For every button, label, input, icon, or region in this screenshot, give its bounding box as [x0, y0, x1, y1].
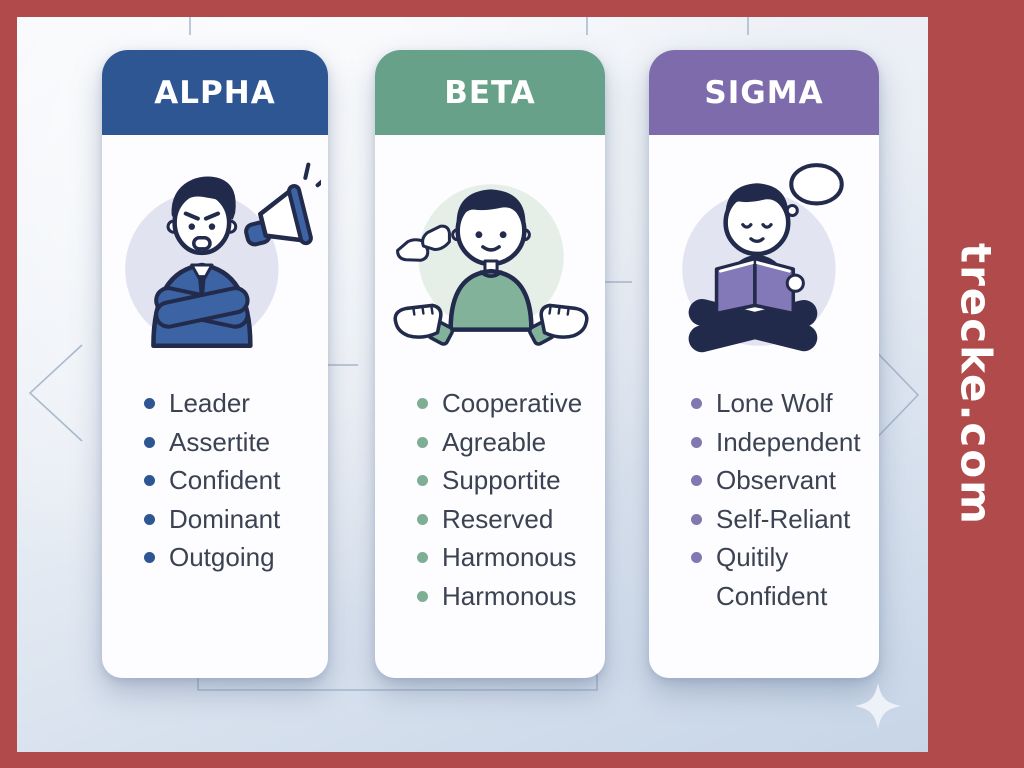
content-panel: ALPHA	[17, 17, 928, 752]
trait-item: Independent	[691, 423, 865, 462]
trait-item: Reserved	[417, 500, 591, 539]
trait-item: Confident	[144, 461, 314, 500]
bullet-dot	[691, 436, 702, 448]
trait-item: Self-Reliant	[691, 500, 865, 539]
trait-label: Supportite	[442, 465, 561, 495]
bullet-dot	[691, 513, 702, 525]
card-beta-title: BETA	[375, 50, 605, 135]
bullet-dot	[691, 398, 702, 409]
bullet-dot	[144, 436, 155, 448]
trait-label: Lone Wolf	[716, 388, 833, 418]
bullet-dot	[691, 475, 702, 486]
card-alpha-title: ALPHA	[102, 50, 328, 135]
bullet-dot	[417, 552, 428, 563]
bullet-dot	[144, 513, 155, 525]
trait-label: Quitily Confident	[716, 542, 828, 611]
card-sigma-title: SIGMA	[649, 50, 879, 135]
trait-label: Dominant	[169, 503, 281, 534]
trait-item: Harmonous	[417, 577, 591, 616]
trait-label: Leader	[169, 388, 250, 418]
trait-item: Outgoing	[144, 538, 314, 577]
site-watermark: trecke.com	[951, 243, 1001, 526]
bullet-dot	[417, 475, 428, 486]
trait-item: Quitily Confident	[691, 538, 865, 615]
trait-label: Confident	[169, 465, 281, 495]
trait-label: Self-Reliant	[716, 503, 851, 534]
trait-label: Cooperative	[442, 388, 583, 418]
trait-item: Harmonous	[417, 538, 591, 577]
card-sigma: SIGMA	[649, 50, 879, 678]
trait-item: Leader	[144, 384, 314, 423]
trait-label: Harmonous	[442, 580, 577, 611]
trait-label: Harmonous	[442, 542, 577, 572]
bullet-dot	[144, 475, 155, 486]
bullet-dot	[691, 552, 702, 563]
trait-item: Dominant	[144, 500, 314, 539]
businessman-crossed-arms-megaphone-icon	[102, 149, 328, 374]
bullet-dot	[417, 398, 428, 409]
trait-label: Independent	[716, 426, 861, 457]
trait-item: Agreable	[417, 423, 591, 462]
trait-item: Observant	[691, 461, 865, 500]
friendly-person-open-hands-handshake-icon	[375, 149, 605, 374]
trait-item: Supportite	[417, 461, 591, 500]
bullet-dot	[417, 590, 428, 602]
trait-label: Assertite	[169, 426, 271, 457]
trait-item: Assertite	[144, 423, 314, 462]
trait-label: Agreable	[442, 426, 547, 457]
bullet-dot	[417, 513, 428, 525]
trait-label: Observant	[716, 465, 836, 495]
trait-item: Cooperative	[417, 384, 591, 423]
bullet-dot	[144, 552, 155, 563]
trait-item: Lone Wolf	[691, 384, 865, 423]
bullet-dot	[144, 398, 155, 409]
person-reading-book-thought-bubble-icon	[649, 149, 879, 374]
card-beta: BETA	[375, 50, 605, 678]
trait-label: Outgoing	[169, 542, 275, 572]
card-alpha: ALPHA	[102, 50, 328, 678]
trait-label: Reserved	[442, 503, 554, 534]
sparkle-icon	[855, 683, 901, 729]
bullet-dot	[417, 436, 428, 448]
